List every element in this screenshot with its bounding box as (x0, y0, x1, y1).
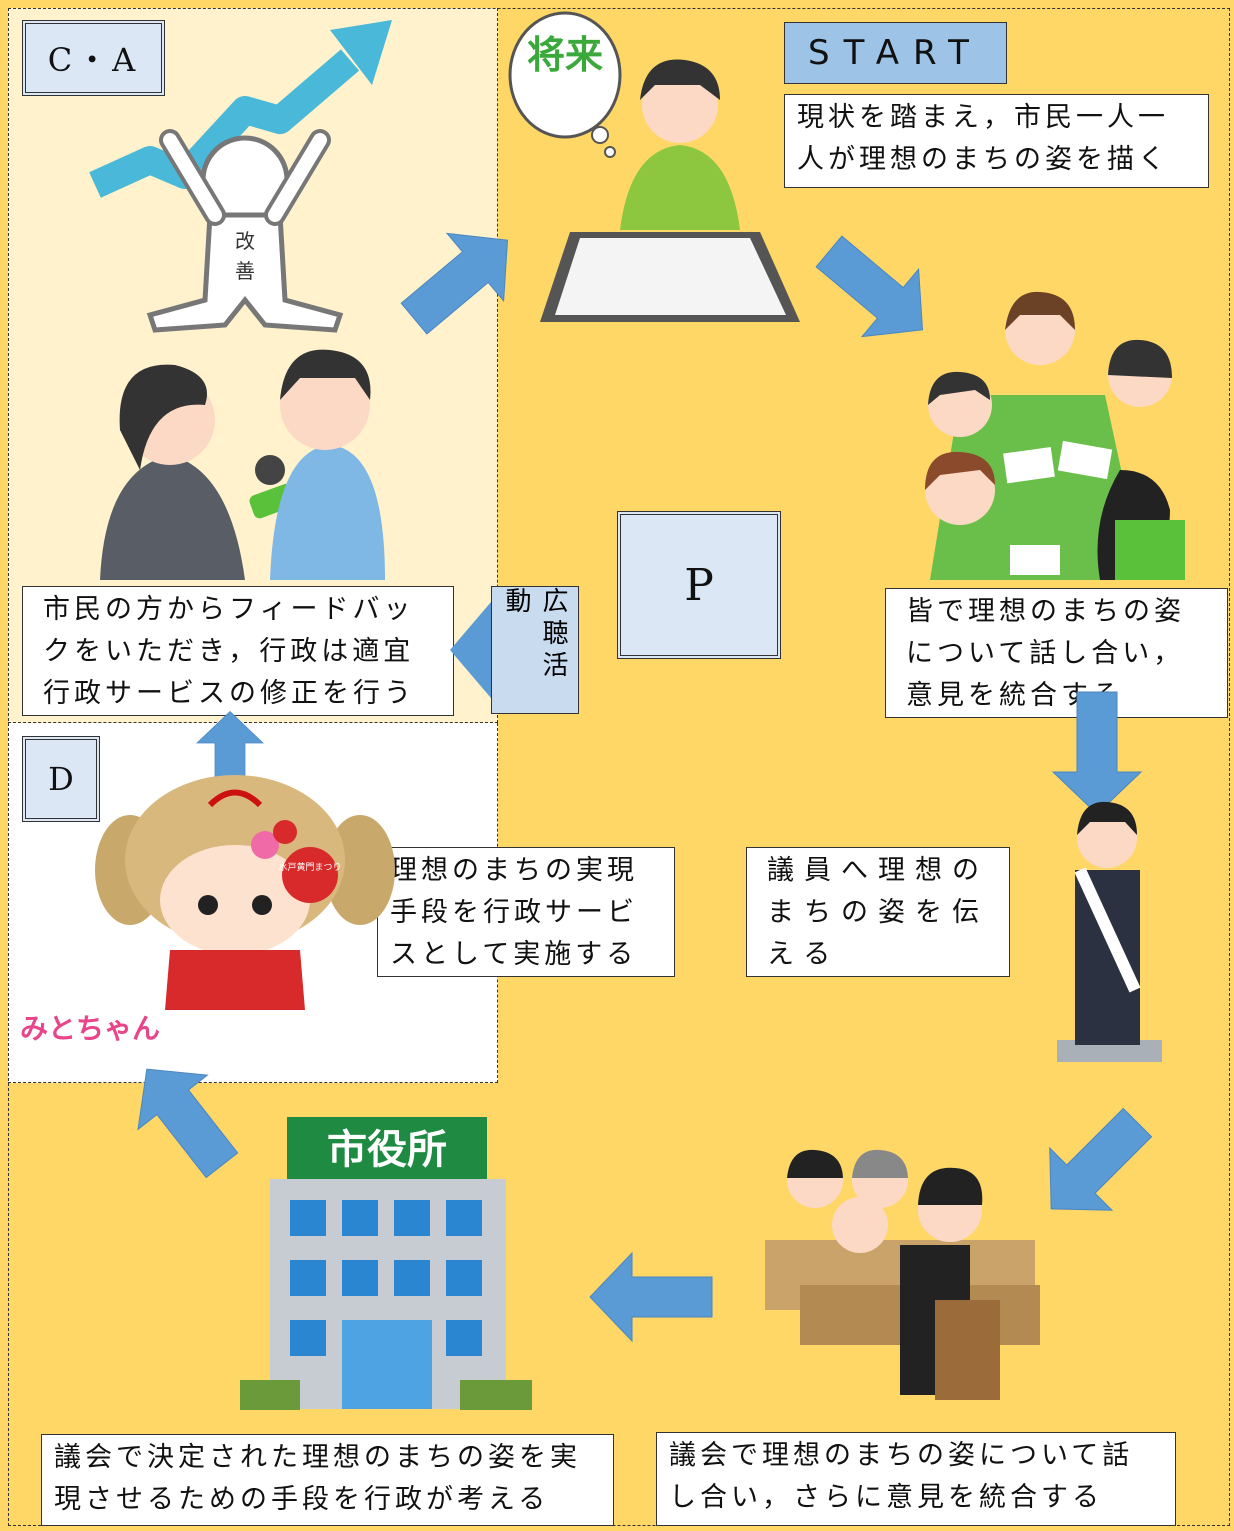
thought-bubble-char-1: 将来 (527, 33, 603, 77)
city-hall-illustration (240, 1117, 532, 1410)
step-assembly-text: 議会で理想のまちの姿について話し合い，さらに意見を統合する (656, 1432, 1176, 1526)
city-council-illustration (765, 1149, 1040, 1400)
phase-label-ca: C・A (22, 20, 165, 96)
discussion-group-illustration (925, 291, 1185, 580)
kouhou-katsudou-box: 広聴活動 (491, 586, 579, 714)
step-start-text: 現状を踏まえ，市民一人一人が理想のまちの姿を描く (784, 94, 1209, 188)
growth-arrow-icon (89, 49, 360, 198)
city-hall-sign: 市役所 (327, 1127, 447, 1173)
mascot-fan-text: 水戸黄門まつり (278, 861, 341, 873)
mito-chan-mascot-illustration (95, 775, 395, 1045)
phase-label-d: D (22, 736, 100, 822)
step-admin-plan-text: 議会で決定された理想のまちの姿を実現させるための手段を行政が考える (41, 1434, 614, 1526)
politician-illustration (1057, 801, 1162, 1062)
interview-illustration (100, 349, 385, 580)
improve-label-2: 善 (235, 259, 255, 283)
step-feedback-text: 市民の方からフィードバックをいただき，行政は適宜行政サービスの修正を行う (22, 586, 454, 716)
step-tell-text: 議員へ理想のまちの姿を伝える (746, 847, 1010, 977)
phase-label-p: P (617, 511, 781, 659)
planning-citizen-illustration (508, 11, 800, 322)
start-label: START (784, 22, 1007, 84)
arrow-kouhou (450, 602, 491, 698)
improve-label-1: 改 (235, 229, 255, 253)
mascot-name-logo: みとちゃん (20, 1012, 160, 1045)
step-implement-text: 理想のまちの実現手段を行政サービスとして実施する (377, 847, 675, 977)
improve-figure-icon (146, 129, 344, 333)
